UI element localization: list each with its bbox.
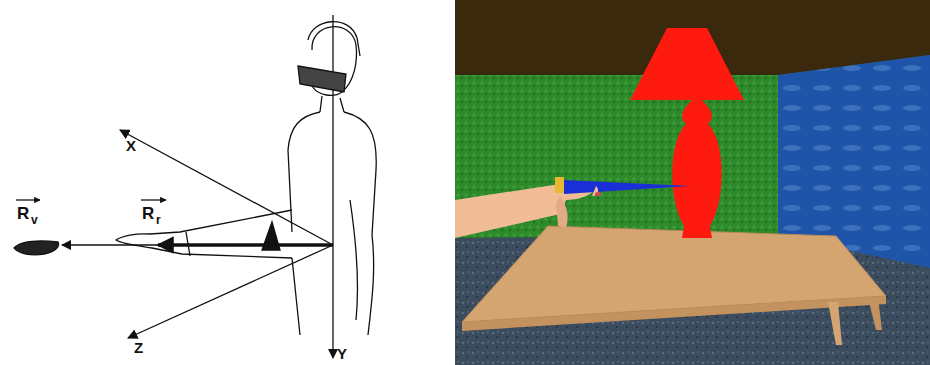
torso-lower <box>292 258 300 335</box>
axis-label: X <box>126 138 136 153</box>
x-axis <box>120 130 333 245</box>
vector-bar <box>16 199 40 200</box>
sketch <box>14 15 376 358</box>
lamp-base <box>672 100 722 238</box>
thumb <box>556 196 568 228</box>
arm-right <box>350 200 358 320</box>
vector-label: R <box>142 205 154 222</box>
vector-label: R <box>17 205 29 222</box>
elbow-mark <box>262 222 280 250</box>
z-axis <box>128 245 333 338</box>
table-leg <box>828 302 842 345</box>
torso-right <box>344 112 376 335</box>
pointer-ray <box>564 180 690 194</box>
vector-subscript: v <box>31 214 38 226</box>
axis-label: Y <box>337 346 347 361</box>
virtual-scene <box>455 0 930 365</box>
vector-bar <box>141 199 166 200</box>
helmet <box>308 22 360 56</box>
axis-label: Z <box>134 340 143 355</box>
lamp-shade <box>630 28 744 100</box>
virtual-vector <box>62 244 333 245</box>
table-leg <box>868 298 882 330</box>
floor <box>455 0 930 365</box>
pointer-grip <box>555 177 564 193</box>
real-vector <box>158 243 333 247</box>
neck <box>320 96 344 112</box>
vector-subscript: r <box>156 214 161 226</box>
fingernail <box>595 192 601 196</box>
table-edge <box>462 296 886 331</box>
y-axis <box>332 15 333 358</box>
wrist <box>186 232 190 256</box>
hand-virtual <box>14 241 58 255</box>
torso-left <box>288 112 320 232</box>
hmd-visor <box>298 66 346 92</box>
